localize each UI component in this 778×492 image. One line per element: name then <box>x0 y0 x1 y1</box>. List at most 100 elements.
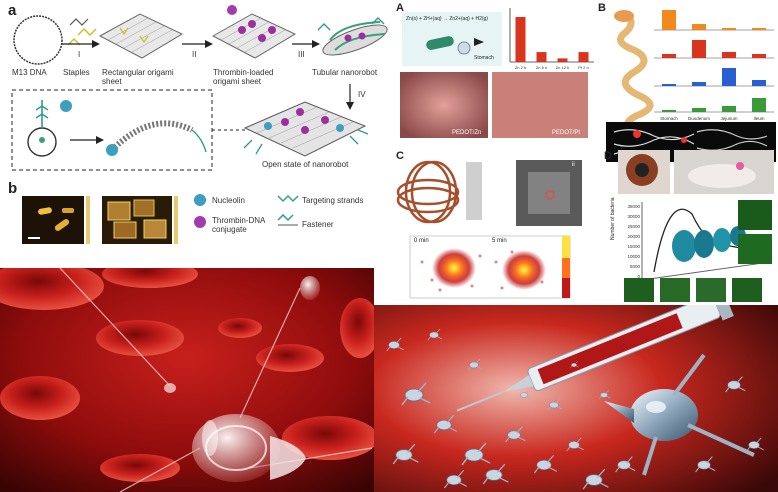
targeting-strands-icon <box>277 194 299 203</box>
d-ytick: 20000 <box>627 234 640 239</box>
a-x-tick: Zn 12 h <box>556 65 570 70</box>
nanobot-bloodstream-render <box>0 268 374 492</box>
a-equation: Zn(s) + 2H+(aq) → Zn2+(aq) + H2(g) <box>406 16 488 22</box>
b-bar <box>752 98 766 112</box>
m13-circle <box>13 15 63 65</box>
small-nanobot <box>518 390 531 400</box>
red-blood-cell <box>0 268 104 310</box>
b-bar <box>692 40 706 58</box>
micrograph-pt <box>492 72 588 138</box>
panel-C-label: C <box>396 150 404 162</box>
step-i: I <box>78 50 81 59</box>
staples-label: Staples <box>63 68 90 77</box>
d-ytick: 5000 <box>629 264 640 269</box>
small-nanobot <box>615 456 636 473</box>
small-nanobot <box>598 390 611 400</box>
rect-origami-sheet <box>98 13 184 59</box>
b-bar <box>662 10 676 30</box>
b-bar <box>722 52 736 58</box>
a-bar <box>557 58 568 62</box>
small-nanobot <box>386 337 404 352</box>
syringe-nanobot-render <box>374 305 778 492</box>
rect-sheet-label: Rectangular origami sheet <box>102 68 174 86</box>
tubular-label: Tubular nanorobot <box>312 68 378 77</box>
thrombin-dna-icon <box>194 216 206 228</box>
open-state-label: Open state of nanorobot <box>262 160 349 169</box>
small-nanobot <box>467 358 483 371</box>
afm-image-1 <box>22 196 84 244</box>
step-ii: II <box>192 50 197 59</box>
small-nanobot <box>746 437 764 452</box>
b-bar <box>692 82 706 86</box>
small-nanobot <box>505 426 526 443</box>
panel-D-label: D <box>604 150 612 162</box>
legend-fastener: Fastener <box>302 220 334 229</box>
b-bar <box>662 54 676 58</box>
small-nanobot <box>443 470 468 489</box>
m13-label: M13 DNA <box>12 68 47 77</box>
a-x-tick: Zn 6 h <box>536 65 547 70</box>
legend-conjugate: Thrombin-DNA conjugate <box>212 216 265 234</box>
small-nanobot <box>566 437 584 452</box>
a-bar <box>515 17 526 62</box>
b-group-label: Ileum <box>753 116 764 121</box>
d-ytick: 35000 <box>627 204 640 209</box>
d-ytick: 25000 <box>627 224 640 229</box>
a-bar <box>578 52 589 62</box>
d-yticks: 35000 30000 25000 20000 15000 10000 5000 0 <box>616 202 640 282</box>
gut-icon <box>617 10 654 142</box>
nanobot-swarm <box>386 328 764 490</box>
panel-B-label: B <box>598 2 606 14</box>
c-time-1: 0 min <box>414 238 429 244</box>
a-x-tick: Pt 2 h <box>578 65 588 70</box>
d-ytick: 15000 <box>627 244 640 249</box>
nucleolin-icon-inset <box>60 100 72 112</box>
a-organ-label: Stomach <box>474 55 494 61</box>
small-nanobot <box>570 361 579 369</box>
panel-dna-nanorobot: a <box>0 0 392 268</box>
d-ytick: 0 <box>637 274 640 279</box>
b-bar <box>752 54 766 58</box>
small-nanobot <box>482 463 509 485</box>
small-nanobot <box>582 468 609 490</box>
b-bar <box>662 110 676 112</box>
b-bar <box>722 106 736 112</box>
small-nanobot <box>725 376 746 393</box>
panel-a-label: a <box>8 2 17 19</box>
small-nanobot <box>461 442 491 466</box>
b-bar <box>752 28 766 30</box>
b-bar <box>752 80 766 86</box>
legend-nucleolin: Nucleolin <box>212 196 245 205</box>
b-bar-chart: Stomach Duodenum Jejunum Ileum <box>654 10 774 121</box>
helmholtz-coil <box>396 160 460 224</box>
microrocket-tube <box>426 36 454 50</box>
dna-origami-diagram <box>11 5 388 244</box>
d-ytick: 10000 <box>627 254 640 259</box>
b-group-label: Duodenum <box>688 116 710 121</box>
legend-targeting: Targeting strands <box>302 196 364 205</box>
c-time-2: 5 min <box>492 238 507 244</box>
b-group-label: Stomach <box>660 116 678 121</box>
b-group-label: Jejunum <box>720 116 737 121</box>
small-nanobot <box>427 328 443 341</box>
c-sub-label: ii <box>572 162 575 168</box>
thrombin-sheet-label: Thrombin-loaded origami sheet <box>213 68 274 86</box>
small-nanobot <box>547 398 563 411</box>
a-img2-label: PEDOT/Pt <box>552 130 581 136</box>
thrombin-icon <box>227 5 237 15</box>
nucleolin-icon <box>194 194 206 206</box>
staples-icon <box>69 18 89 26</box>
a-img1-label: PEDOT/Zn <box>452 130 482 136</box>
d-ytick: 30000 <box>627 214 640 219</box>
a-bar <box>536 52 547 62</box>
syringe-art <box>374 305 778 492</box>
step-iv: IV <box>358 90 366 99</box>
large-nanobot <box>604 353 755 476</box>
b-bar <box>722 28 736 30</box>
b-bar <box>722 68 736 86</box>
step-iii: III <box>298 50 305 59</box>
thrombin-origami-sheet <box>211 13 297 59</box>
glass-nanobot <box>192 414 306 482</box>
